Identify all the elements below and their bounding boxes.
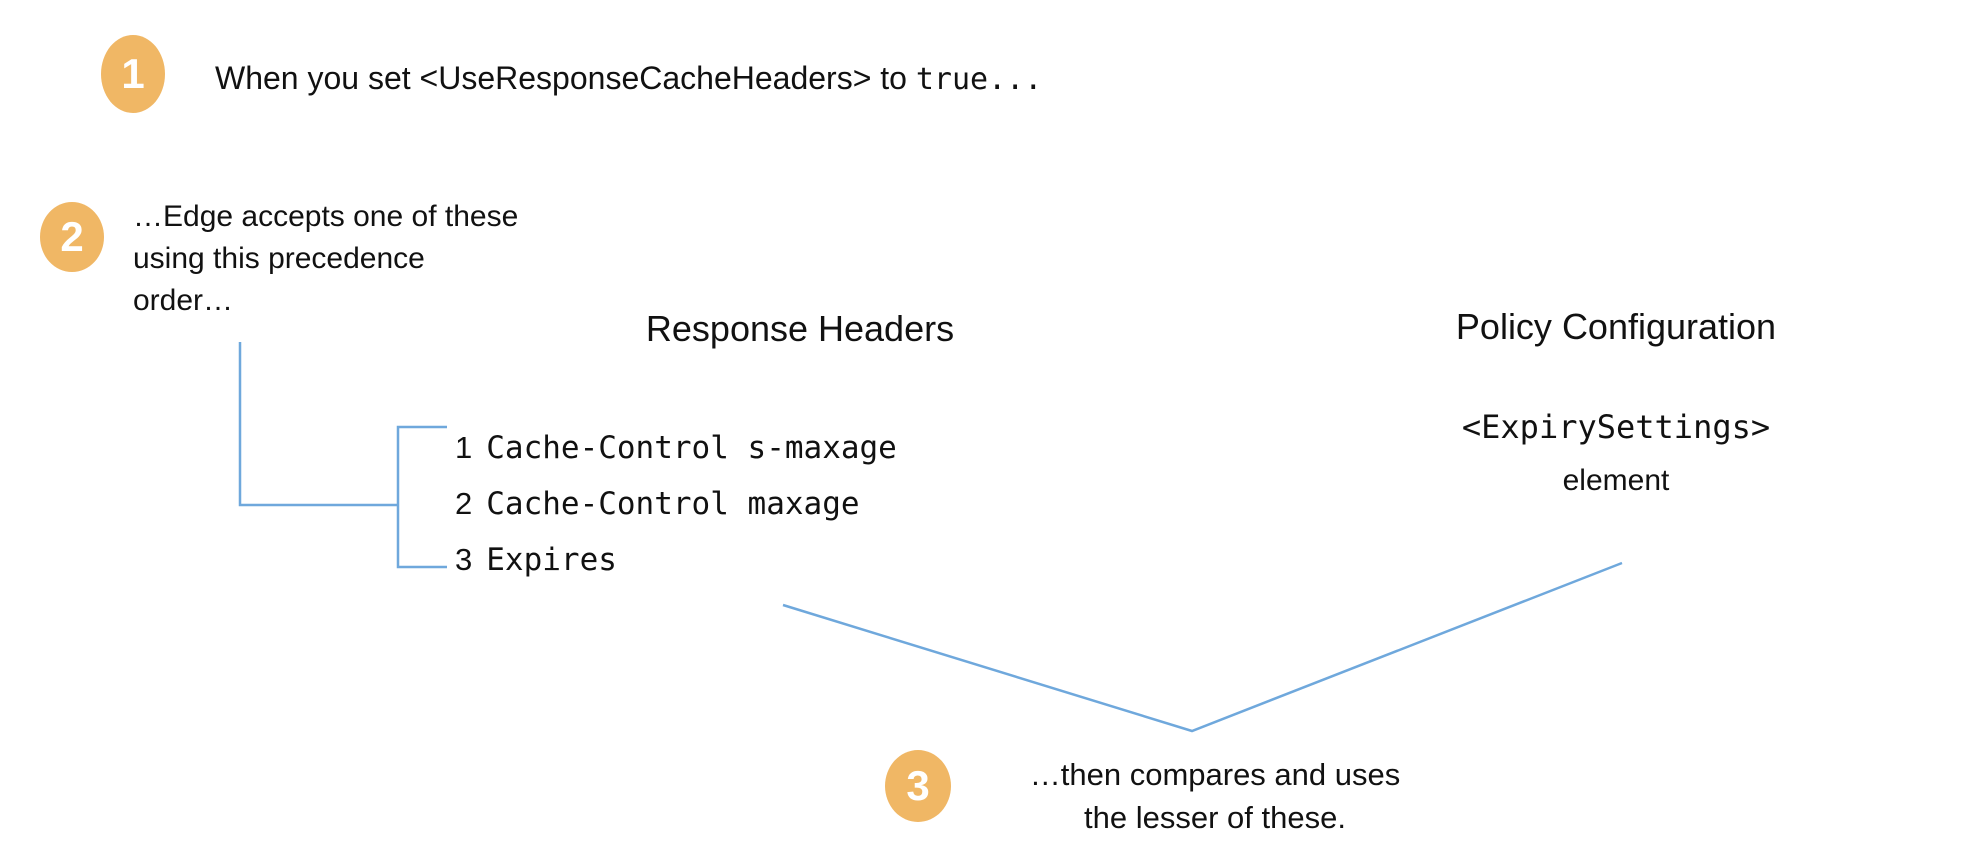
step-2-text: …Edge accepts one of these using this pr… [133, 196, 518, 322]
step-2-badge: 2 [40, 202, 104, 272]
step-1-text-plain: When you set <UseResponseCacheHeaders> t… [215, 60, 916, 96]
step-3-number: 3 [906, 762, 930, 809]
step-3-line-2: the lesser of these. [1084, 800, 1346, 835]
precedence-connector-line [238, 342, 398, 507]
precedence-item-1-rank: 1 [455, 430, 473, 465]
precedence-item-1: 1 Cache-Control s-maxage [455, 420, 897, 476]
precedence-item-1-value: Cache-Control s-maxage [486, 430, 897, 466]
step-2-line-3: order… [133, 284, 234, 317]
step-2-line-1: …Edge accepts one of these [133, 200, 519, 233]
policy-configuration-heading: Policy Configuration [1455, 306, 1777, 347]
precedence-list: 1 Cache-Control s-maxage 2 Cache-Control m… [455, 420, 897, 588]
expiry-settings-code: <ExpirySettings> [1461, 408, 1771, 446]
precedence-item-3: 3 Expires [455, 532, 897, 588]
expiry-settings-label: element [1562, 464, 1670, 497]
step-1-number: 1 [121, 50, 145, 97]
precedence-item-2: 2 Cache-Control maxage [455, 476, 897, 532]
step-3-text: …then compares and uses the lesser of th… [985, 753, 1445, 839]
step-3-line-1: …then compares and uses [1029, 757, 1401, 792]
precedence-item-2-rank: 2 [455, 486, 473, 521]
response-headers-heading: Response Headers [645, 308, 955, 349]
step-3-badge: 3 [885, 750, 951, 822]
compare-v-connector [782, 561, 1623, 733]
precedence-item-2-value: Cache-Control maxage [486, 486, 860, 522]
step-2-line-2: using this precedence [133, 242, 425, 275]
precedence-item-3-rank: 3 [455, 542, 473, 577]
step-1-text-code: true... [915, 62, 1043, 97]
step-2-number: 2 [60, 213, 84, 260]
step-1-text: When you set <UseResponseCacheHeaders> t… [215, 57, 1042, 100]
precedence-item-3-value: Expires [486, 542, 617, 578]
step-1-badge: 1 [101, 35, 165, 113]
precedence-bracket [396, 425, 447, 569]
